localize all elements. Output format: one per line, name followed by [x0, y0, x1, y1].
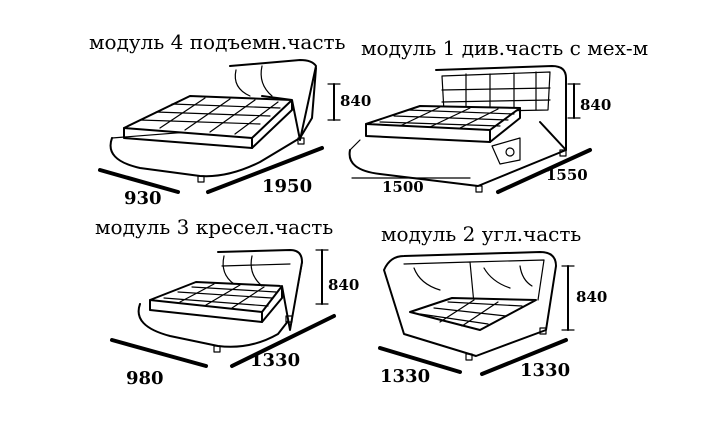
module-4-height: 840 [340, 92, 372, 110]
module-4-depth: 930 [124, 188, 162, 209]
module-4-title: модуль 4 подъемн.часть [89, 30, 346, 54]
module-4-drawing [98, 59, 341, 194]
module-1-depth: 1500 [382, 178, 424, 196]
module-1-drawing [348, 65, 592, 194]
module-2-drawing [378, 251, 575, 376]
module-1-width: 1550 [546, 166, 588, 184]
module-3-width: 1330 [250, 350, 301, 371]
module-4-width: 1950 [262, 176, 313, 197]
module-3-depth: 980 [126, 368, 164, 389]
module-2-width: 1330 [520, 360, 571, 381]
module-3-drawing [110, 249, 336, 368]
module-2-title: модуль 2 угл.часть [381, 222, 582, 246]
module-1-title: модуль 1 див.часть с мех-м [361, 36, 649, 60]
module-3-height: 840 [328, 276, 360, 294]
module-3-title: модуль 3 кресел.часть [95, 215, 334, 239]
module-2-height: 840 [576, 288, 608, 306]
module-1-height: 840 [580, 96, 612, 114]
module-2-depth: 1330 [380, 366, 431, 387]
